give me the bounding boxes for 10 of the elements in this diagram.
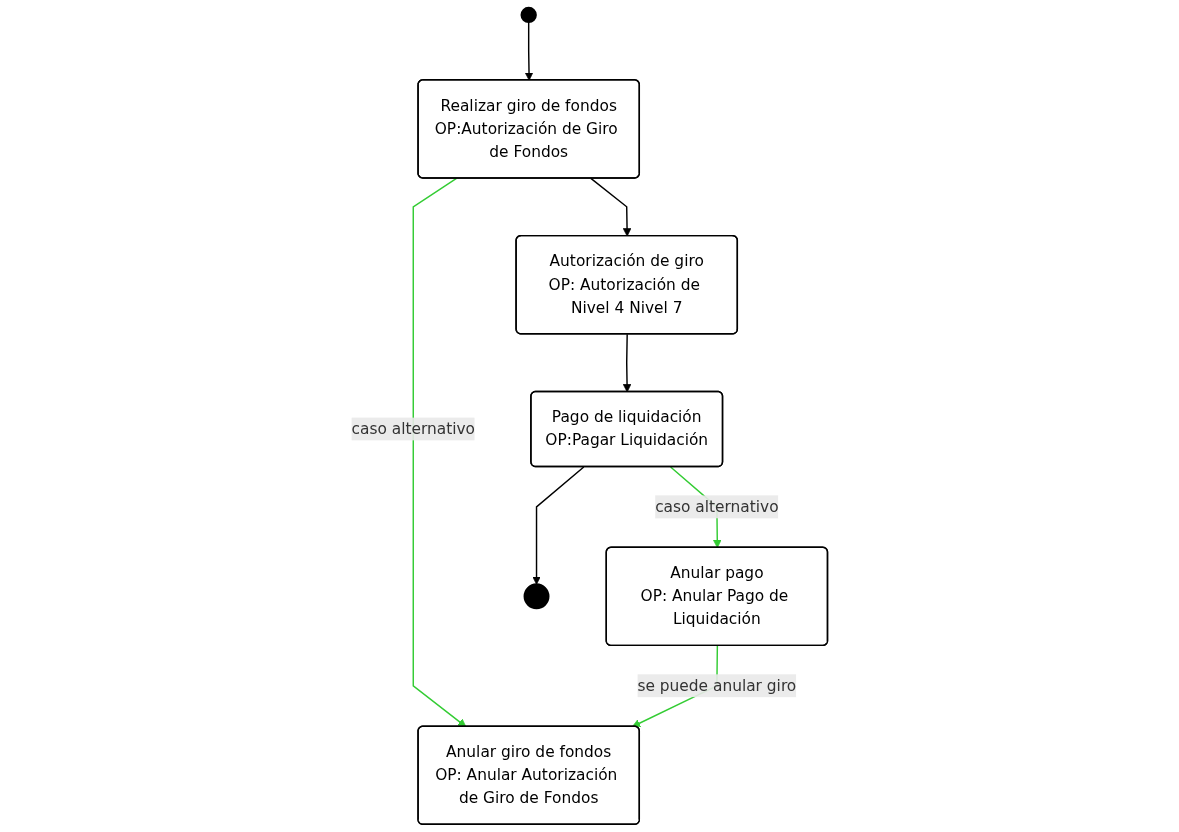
arrow xyxy=(412,177,467,728)
edge-label: se puede anular giro xyxy=(637,676,797,695)
arrow xyxy=(532,466,585,585)
node-circle xyxy=(523,583,550,610)
arrow xyxy=(622,333,632,393)
edge-label: caso alternativo xyxy=(655,497,779,516)
edge-label: caso alternativo xyxy=(351,419,476,438)
node-circle xyxy=(520,6,537,24)
arrow xyxy=(524,21,534,81)
arrow xyxy=(590,177,632,237)
